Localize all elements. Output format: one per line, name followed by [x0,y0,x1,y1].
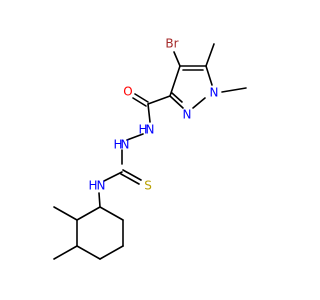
atom-br: Br [165,37,178,51]
bond-ring-methyl-3 [53,245,78,260]
atom-n1-pyrazole: N [210,86,219,100]
bond-cs-lower [120,173,140,185]
bond-layer [53,43,247,260]
atom-n-amine: N [97,179,106,193]
atom-label-layer: Br O N N N H N H S N H [88,37,218,193]
bond-nh-nh [126,133,144,141]
atom-n-hydrazide-2: N [121,138,130,152]
atom-n2-pyrazole: N [183,108,192,122]
bond-carbonyl-nh [147,103,151,123]
bond-co-lower [132,97,147,107]
bond-ring-c-d [76,245,101,260]
atom-n-hydrazide-1: N [146,123,155,137]
atom-h-amine: H [88,179,97,193]
bond-c3-c4 [169,65,181,97]
bond-ring-d-e [99,245,124,260]
bond-c3-carbonyl [147,95,171,105]
bond-n1-n2 [192,97,206,109]
bond-nh-cyclohexyl [98,192,101,208]
bond-c4-br [173,51,181,67]
bond-cs-upper [122,169,142,181]
atom-h-hydrazide-1: H [138,123,147,137]
atom-s: S [144,179,152,193]
bond-n1-methyl [221,87,247,93]
bond-c5-n1 [205,65,213,86]
atom-h-hydrazide-2: H [113,138,122,152]
atom-o: O [123,85,132,99]
bond-n2-c3 [169,95,184,109]
bond-co-upper [134,93,149,103]
bond-c5-methyl [205,43,215,67]
bond-thiocarbonyl-nh [103,171,123,182]
bond-ring-a-b [76,206,101,221]
bond-ring-f-a [99,206,124,221]
bond-ring-methyl-2 [53,206,78,221]
molecule-drawing: Br O N N N H N H S N H [53,37,247,260]
structure-canvas: Br O N N N H N H S N H [53,36,247,260]
bond-n2-c3-double [171,92,183,103]
